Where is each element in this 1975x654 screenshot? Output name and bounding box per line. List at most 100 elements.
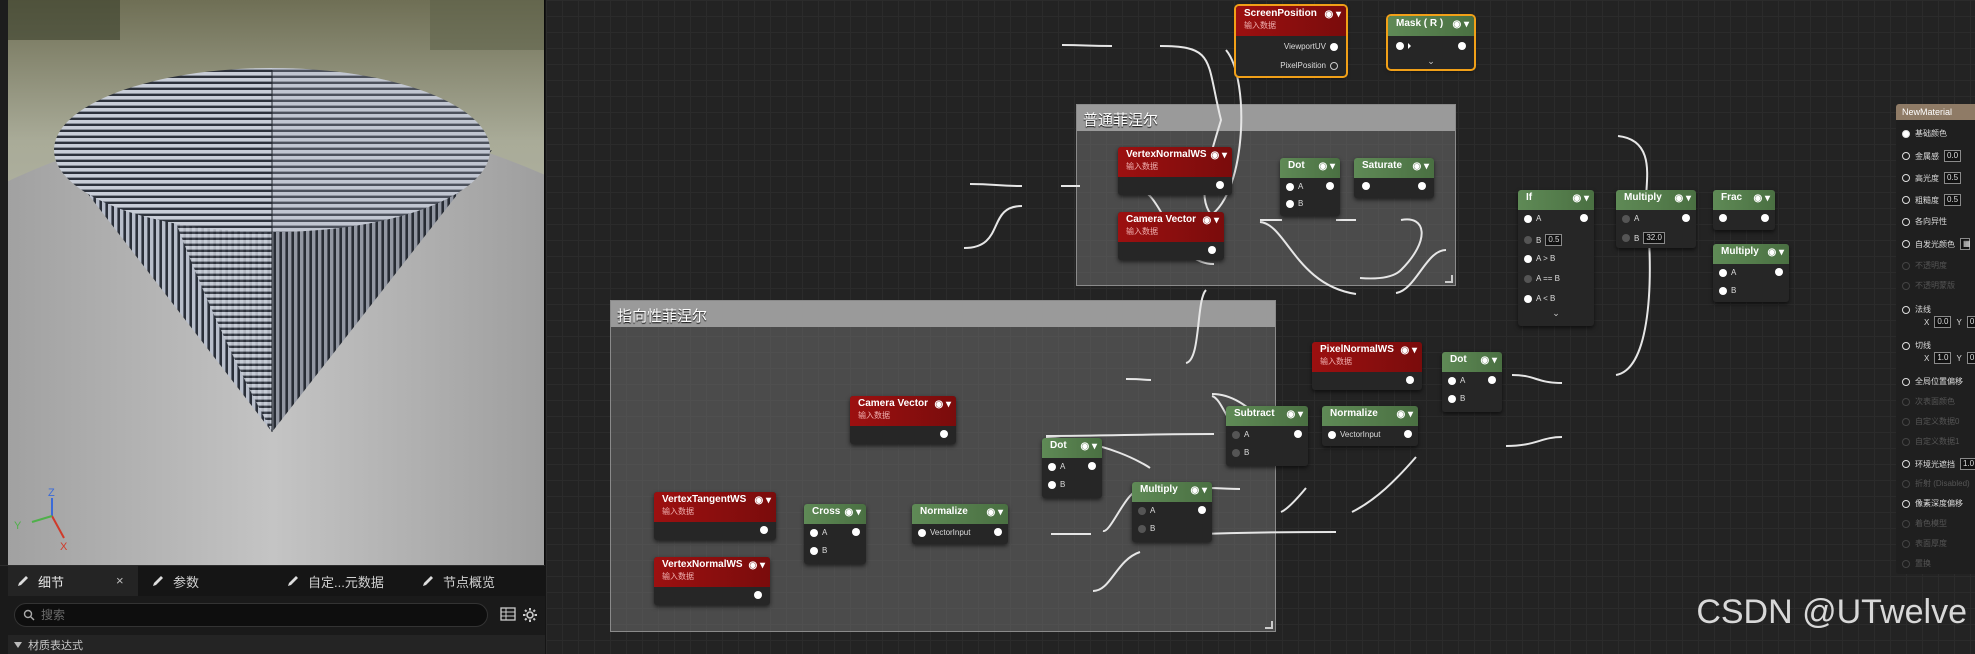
pin-input[interactable] [1362,182,1370,190]
b-value-field[interactable]: 32.0 [1643,232,1665,244]
resize-grip-icon[interactable] [1265,621,1273,629]
node-mask-r[interactable]: Mask ( R )◉ ▾ ⌄ [1386,14,1476,71]
pin-a[interactable]: A [1524,214,1541,223]
node-menu-icon[interactable]: ◉ ▾ [748,560,765,571]
pin-output[interactable] [1458,42,1466,50]
pin-vector-input[interactable]: VectorInput [1328,430,1380,439]
pin-output[interactable] [1404,430,1412,438]
pin-output[interactable] [994,528,1002,536]
pin-a-equals-b[interactable]: A == B [1524,274,1560,283]
node-menu-icon[interactable]: ◉ ▾ [1412,161,1429,172]
pin-output[interactable] [1326,182,1334,190]
chevron-down-icon[interactable]: ⌄ [1552,308,1560,318]
b-value-field[interactable]: 0.5 [1545,234,1563,246]
pin-a[interactable]: A [1448,376,1465,385]
material-preview-viewport[interactable]: Z X Y [0,0,545,565]
node-menu-icon[interactable]: ◉ ▾ [1210,150,1227,161]
pin-a[interactable]: A [1719,268,1736,277]
pin-output[interactable] [1775,268,1783,276]
pin-a-greater-b[interactable]: A > B [1524,254,1555,263]
pin-a[interactable]: A [810,528,827,537]
pin-a[interactable]: A [1232,430,1249,439]
node-menu-icon[interactable]: ◉ ▾ [1452,19,1469,30]
node-menu-icon[interactable]: ◉ ▾ [1767,247,1784,258]
pin-output[interactable] [852,528,860,536]
material-graph-canvas[interactable]: 普通菲涅尔 指向性菲涅尔 [546,0,1975,654]
tab-custom-metadata[interactable]: 自定...元数据 [278,566,408,596]
node-menu-icon[interactable]: ◉ ▾ [1202,215,1219,226]
tab-parameters[interactable]: 参数 [143,566,263,596]
pin-output[interactable] [1294,430,1302,438]
pin-output[interactable] [1761,214,1769,222]
pin-world-position-offset[interactable]: 全局位置偏移 [1902,376,1963,387]
pin-output[interactable] [1682,214,1690,222]
pin-output[interactable] [760,526,768,534]
node-menu-icon[interactable]: ◉ ▾ [1400,345,1417,356]
chevron-down-icon[interactable]: ⌄ [1427,56,1435,66]
pin-b[interactable]: B [1719,286,1736,295]
pin-b[interactable]: B [1232,448,1249,457]
pin-output[interactable] [1488,376,1496,384]
pin-output[interactable] [1198,506,1206,514]
node-saturate[interactable]: Saturate◉ ▾ [1354,158,1434,198]
node-dot[interactable]: Dot◉ ▾ A B [1042,438,1102,498]
pin-b[interactable]: B [1448,394,1465,403]
pin-output[interactable] [1418,182,1426,190]
node-dot[interactable]: Dot◉ ▾ A B [1280,158,1340,216]
pin-pixel-position[interactable]: PixelPosition [1280,61,1338,70]
node-normalize[interactable]: Normalize◉ ▾ VectorInput [912,504,1008,544]
pin-output[interactable] [1216,181,1224,189]
pin-emissive-color[interactable]: 自发光颜色▦ [1902,238,1971,250]
node-menu-icon[interactable]: ◉ ▾ [1674,193,1691,204]
pin-output[interactable] [940,430,948,438]
node-menu-icon[interactable]: ◉ ▾ [844,507,861,518]
node-menu-icon[interactable]: ◉ ▾ [1286,409,1303,420]
tab-details[interactable]: 细节 [8,566,138,596]
details-search-input[interactable] [41,607,471,623]
pin-output[interactable] [1088,462,1096,470]
node-cross[interactable]: Cross◉ ▾ A B [804,504,866,564]
pin-input[interactable] [1396,42,1411,50]
node-menu-icon[interactable]: ◉ ▾ [934,399,951,410]
node-menu-icon[interactable]: ◉ ▾ [1190,485,1207,496]
gear-icon[interactable] [522,607,538,623]
node-subtract[interactable]: Subtract◉ ▾ A B [1226,406,1308,466]
pin-b[interactable]: B [810,546,827,555]
pin-input[interactable] [1719,214,1727,222]
pin-pixel-depth-offset[interactable]: 像素深度偏移 [1902,498,1963,509]
pin-output[interactable] [1208,246,1216,254]
material-expression-section[interactable]: 材质表达式 [8,635,545,654]
pin-b[interactable]: B [1048,480,1065,489]
pin-a[interactable]: A [1286,182,1303,191]
pin-a[interactable]: A [1622,214,1639,223]
pin-output[interactable] [1580,214,1588,222]
node-multiply[interactable]: Multiply◉ ▾ A B [1713,244,1789,302]
pin-vector-input[interactable]: VectorInput [918,528,970,537]
pin-a[interactable]: A [1138,506,1155,515]
node-menu-icon[interactable]: ◉ ▾ [1572,193,1589,204]
node-menu-icon[interactable]: ◉ ▾ [1080,441,1097,452]
pin-tangent[interactable]: 切线 [1902,340,1931,351]
pin-a[interactable]: A [1048,462,1065,471]
pin-b[interactable]: B [1138,524,1155,533]
pin-output[interactable] [1406,376,1414,384]
pin-output[interactable] [754,591,762,599]
node-menu-icon[interactable]: ◉ ▾ [1480,355,1497,366]
node-menu-icon[interactable]: ◉ ▾ [1753,193,1770,204]
close-tab-icon[interactable]: × [116,573,124,588]
node-multiply[interactable]: Multiply◉ ▾ A B [1132,482,1212,542]
